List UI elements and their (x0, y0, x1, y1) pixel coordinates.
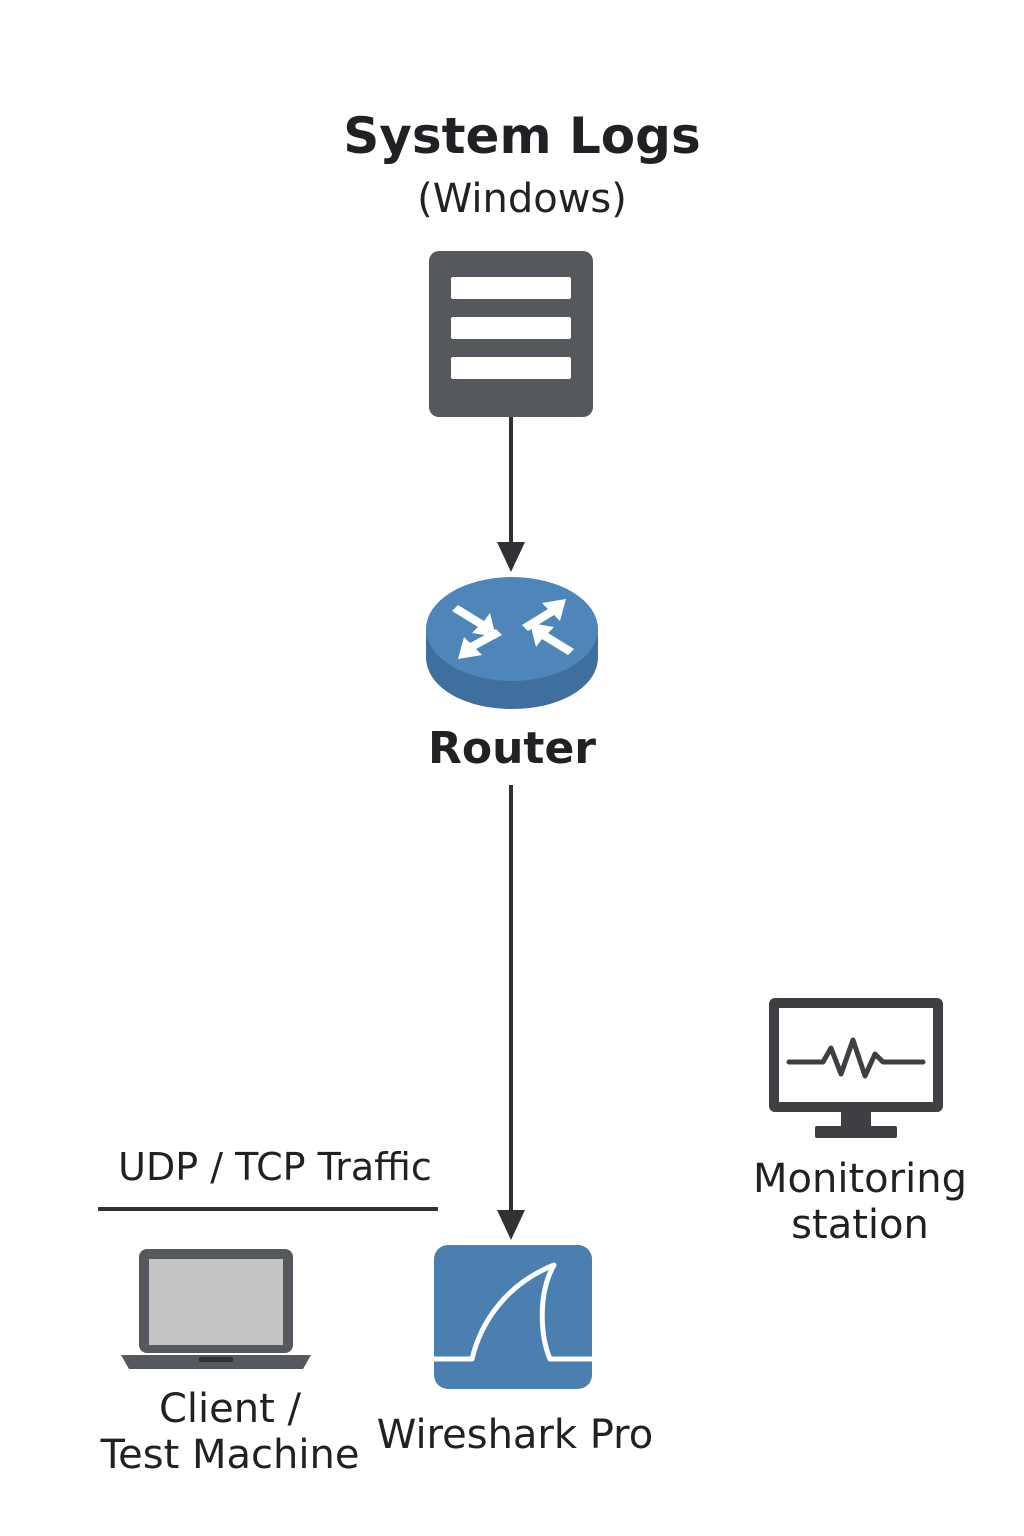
arrow-router-to-wireshark (497, 785, 525, 1240)
monitoring-station-label: Monitoring station (730, 1156, 990, 1248)
router-icon[interactable] (424, 575, 600, 711)
monitoring-label-line2: station (791, 1202, 929, 1248)
traffic-divider (98, 1207, 438, 1211)
client-label: Client / Test Machine (80, 1386, 380, 1478)
client-label-line1: Client / (159, 1386, 301, 1432)
monitoring-label-line1: Monitoring (753, 1156, 967, 1202)
system-logs-subtitle: (Windows) (417, 176, 627, 222)
wireshark-icon[interactable] (434, 1245, 592, 1389)
arrow-server-to-router (497, 416, 525, 572)
wireshark-label: Wireshark Pro (376, 1412, 654, 1458)
monitor-icon[interactable] (767, 996, 945, 1142)
laptop-icon[interactable] (121, 1247, 311, 1371)
system-logs-title: System Logs (343, 107, 701, 165)
client-label-line2: Test Machine (100, 1432, 360, 1478)
traffic-label: UDP / TCP Traffic (118, 1145, 432, 1189)
router-label: Router (427, 723, 596, 774)
server-icon[interactable] (429, 251, 593, 417)
